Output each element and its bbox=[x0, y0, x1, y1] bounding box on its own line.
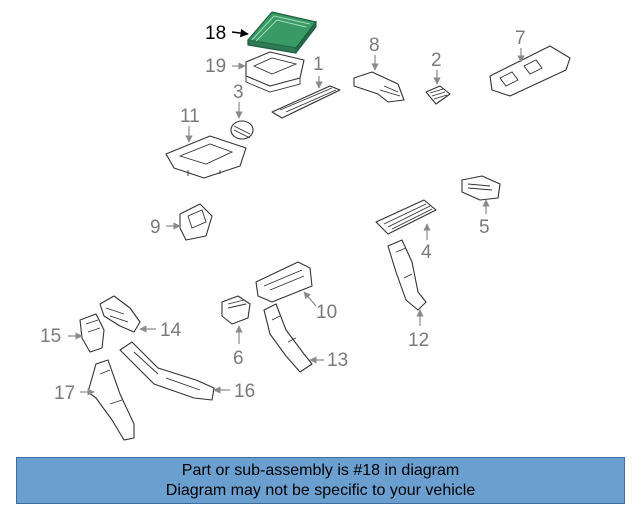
part-15-duct[interactable] bbox=[79, 313, 105, 353]
part-19-housing[interactable] bbox=[245, 51, 305, 93]
part-14-duct[interactable] bbox=[99, 295, 141, 333]
part-17-floor-duct[interactable] bbox=[87, 359, 135, 441]
label-17[interactable]: 17 bbox=[54, 383, 75, 404]
info-banner: Part or sub-assembly is #18 in diagram D… bbox=[16, 457, 625, 504]
part-1-grille[interactable] bbox=[271, 85, 341, 119]
label-4[interactable]: 4 bbox=[421, 242, 432, 263]
label-2[interactable]: 2 bbox=[431, 50, 442, 71]
part-6-vent[interactable] bbox=[221, 295, 251, 325]
label-1[interactable]: 1 bbox=[313, 54, 324, 75]
label-3[interactable]: 3 bbox=[233, 82, 244, 103]
part-5-vent[interactable] bbox=[461, 175, 501, 201]
label-7[interactable]: 7 bbox=[515, 28, 526, 49]
label-14[interactable]: 14 bbox=[160, 320, 182, 341]
label-11[interactable]: 11 bbox=[180, 106, 200, 127]
part-13-lower-duct[interactable] bbox=[263, 303, 313, 373]
part-16-long-duct[interactable] bbox=[119, 341, 215, 401]
label-16[interactable]: 16 bbox=[234, 381, 255, 402]
part-2-vent[interactable] bbox=[425, 85, 451, 105]
part-18-filter[interactable] bbox=[246, 11, 318, 54]
label-6[interactable]: 6 bbox=[233, 348, 244, 369]
label-18[interactable]: 18 bbox=[205, 23, 226, 44]
label-13[interactable]: 13 bbox=[327, 350, 348, 371]
banner-line-2: Diagram may not be specific to your vehi… bbox=[165, 482, 476, 499]
part-9-bracket[interactable] bbox=[179, 203, 213, 241]
label-9[interactable]: 9 bbox=[150, 217, 161, 238]
leader-10 bbox=[303, 291, 317, 307]
part-4-defroster[interactable] bbox=[375, 199, 437, 235]
part-3-round-vent[interactable] bbox=[230, 120, 254, 140]
label-12[interactable]: 12 bbox=[408, 330, 429, 351]
part-11-housing[interactable] bbox=[165, 135, 247, 179]
label-5[interactable]: 5 bbox=[479, 217, 490, 238]
part-12-duct[interactable] bbox=[387, 239, 427, 311]
label-8[interactable]: 8 bbox=[369, 35, 380, 56]
label-10[interactable]: 10 bbox=[316, 302, 337, 323]
parts-diagram: 18 19 1 8 2 7 3 11 bbox=[40, 11, 571, 441]
banner-line-1: Part or sub-assembly is #18 in diagram bbox=[181, 462, 460, 479]
part-7-vent-assembly[interactable] bbox=[489, 45, 571, 97]
label-19[interactable]: 19 bbox=[205, 56, 226, 77]
part-10-center-duct[interactable] bbox=[255, 261, 313, 303]
label-15[interactable]: 15 bbox=[40, 326, 61, 347]
part-8-duct[interactable] bbox=[353, 71, 405, 103]
leader-18 bbox=[231, 28, 249, 38]
